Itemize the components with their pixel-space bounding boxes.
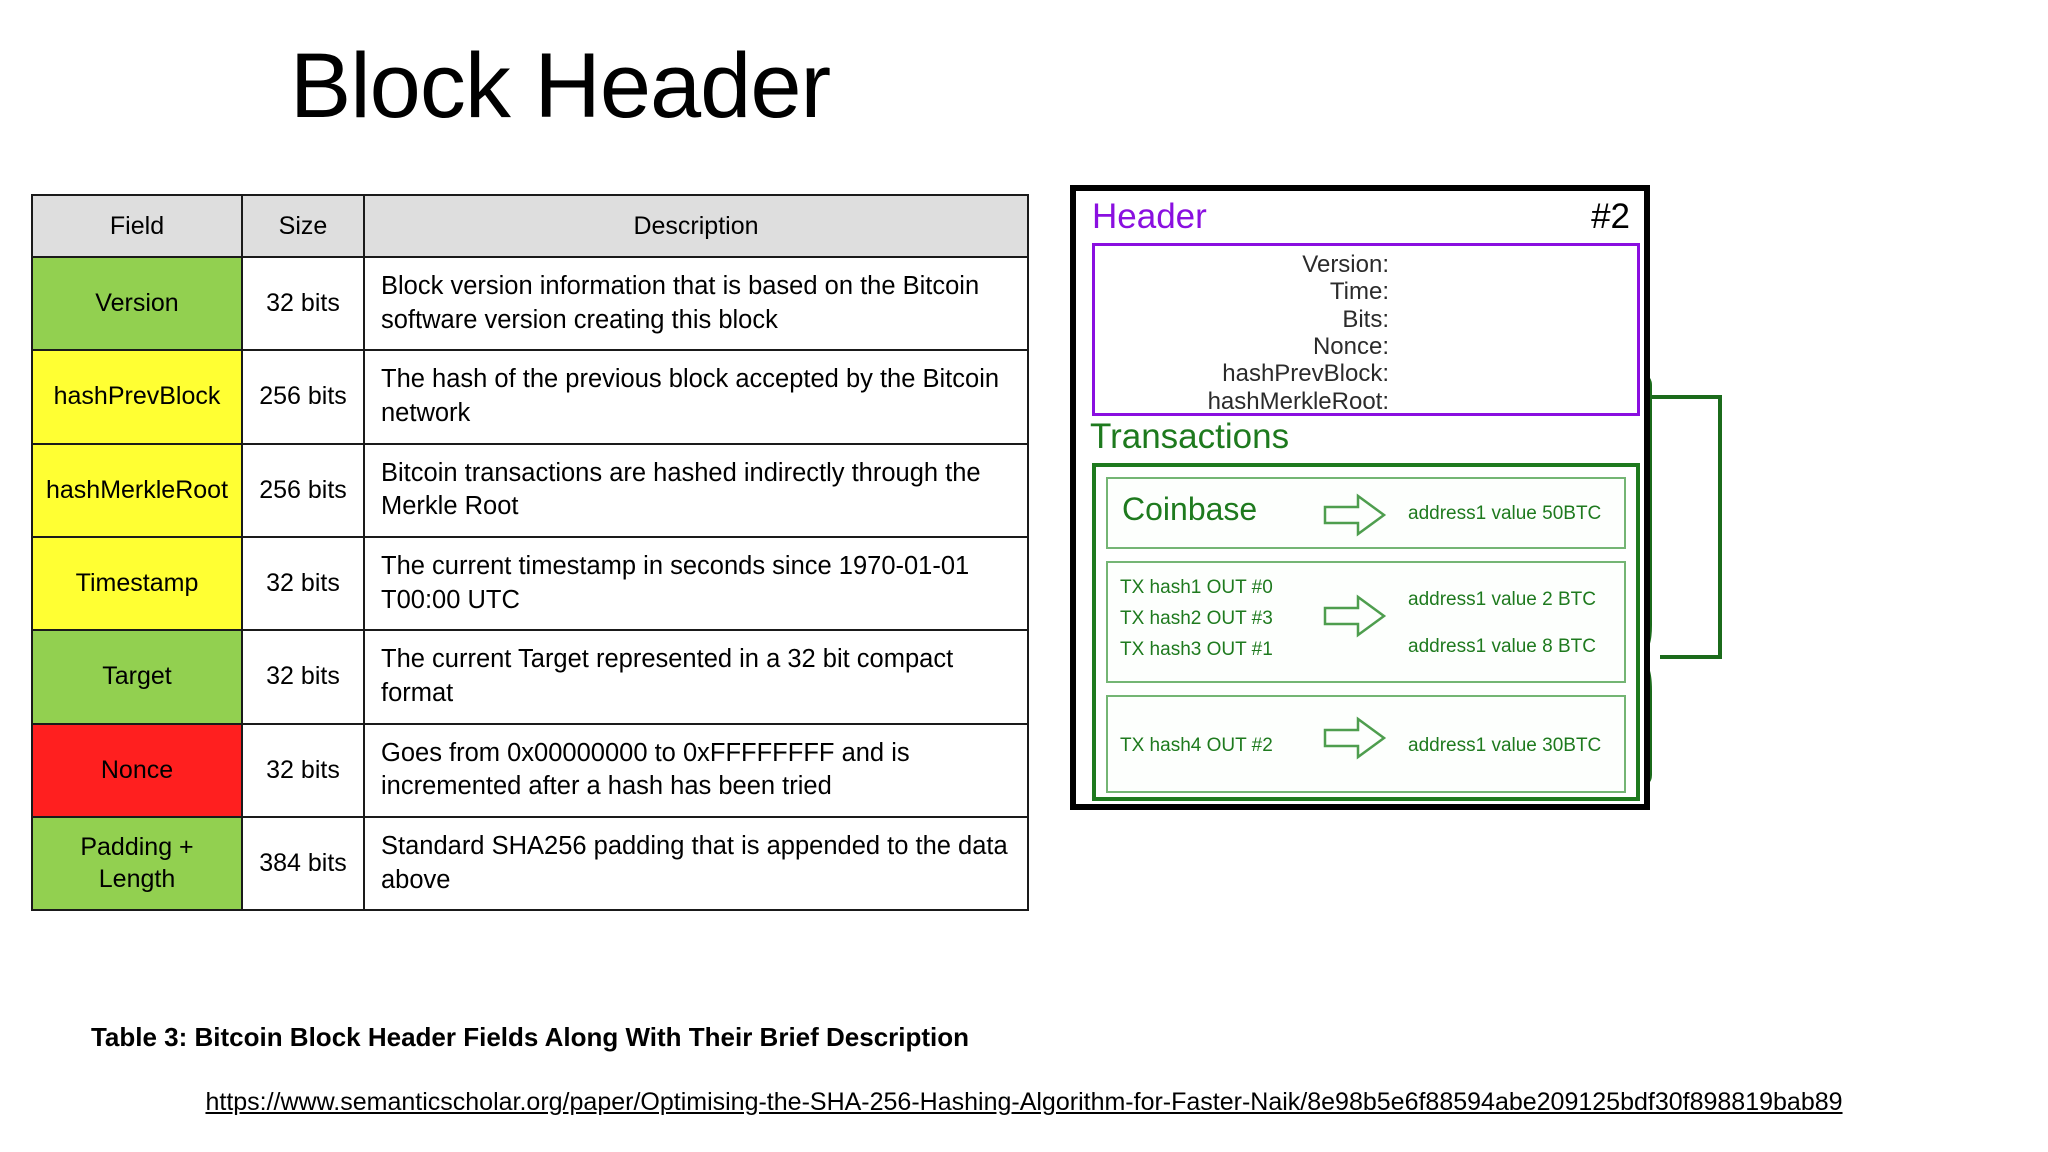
table-row: Padding + Length 384 bits Standard SHA25… — [31, 815, 1029, 912]
table-row: Nonce 32 bits Goes from 0x00000000 to 0x… — [31, 722, 1029, 818]
header-field-bits: Bits: — [1342, 305, 1389, 333]
cell-size-padding-length: 384 bits — [241, 815, 365, 912]
header-field-hashprevblock: hashPrevBlock: — [1222, 360, 1389, 388]
block-container: Header #2 Version: Time: Bits: Nonce: ha… — [1070, 185, 1650, 810]
transactions-box: Coinbase address1 value 50BTC TX hash1 O… — [1092, 463, 1640, 801]
cell-size-nonce: 32 bits — [241, 722, 365, 818]
cell-description-nonce: Goes from 0x00000000 to 0xFFFFFFFF and i… — [363, 722, 1029, 818]
cell-description-hashmerkleroot: Bitcoin transactions are hashed indirect… — [363, 442, 1029, 538]
transaction-input: TX hash4 OUT #2 — [1120, 735, 1273, 756]
table-row: hashMerkleRoot 256 bits Bitcoin transact… — [31, 442, 1029, 538]
transaction-output: address1 value 2 BTC — [1408, 589, 1596, 610]
transaction-outputs: address1 value 2 BTC address1 value 8 BT… — [1408, 577, 1596, 670]
table-body: Version 32 bits Block version informatio… — [31, 255, 1029, 912]
cell-description-hashprevblock: The hash of the previous block accepted … — [363, 349, 1029, 445]
cell-size-version: 32 bits — [241, 255, 365, 352]
transaction-output: address1 value 8 BTC — [1408, 635, 1596, 657]
arrow-right-icon — [1323, 493, 1387, 537]
diagram-block-number: #2 — [1591, 197, 1630, 236]
table-head: Field Size Description — [31, 194, 1029, 258]
cell-field-target: Target — [31, 629, 243, 725]
header-field-time: Time: — [1329, 278, 1389, 306]
block-header-table-container: Field Size Description Version 32 bits B… — [31, 194, 1029, 912]
table-row: Timestamp 32 bits The current timestamp … — [31, 535, 1029, 632]
page-title: Block Header — [289, 35, 831, 137]
diagram-header-label: Header — [1092, 197, 1207, 236]
cell-size-timestamp: 32 bits — [241, 535, 365, 632]
cell-size-target: 32 bits — [241, 629, 365, 725]
transaction-card-single-input: TX hash4 OUT #2 address1 value 30BTC — [1106, 695, 1626, 793]
cell-field-nonce: Nonce — [31, 722, 243, 818]
transaction-input: TX hash2 OUT #3 — [1120, 607, 1273, 629]
transaction-card-multi-input: TX hash1 OUT #0 TX hash2 OUT #3 TX hash3… — [1106, 561, 1626, 683]
cell-field-hashmerkleroot: hashMerkleRoot — [31, 442, 243, 538]
transaction-card-coinbase: Coinbase address1 value 50BTC — [1106, 477, 1626, 549]
transaction-input: TX hash3 OUT #1 — [1120, 638, 1273, 660]
header-field-hashmerkleroot: hashMerkleRoot: — [1207, 387, 1389, 415]
transaction-output: address1 value 30BTC — [1408, 735, 1602, 756]
column-header-description: Description — [363, 194, 1029, 258]
cell-size-hashmerkleroot: 256 bits — [241, 442, 365, 538]
header-fields-box: Version: Time: Bits: Nonce: hashPrevBloc… — [1092, 243, 1640, 416]
table-row: Target 32 bits The current Target repres… — [31, 629, 1029, 725]
cell-description-timestamp: The current timestamp in seconds since 1… — [363, 535, 1029, 632]
block-header-table: Field Size Description Version 32 bits B… — [31, 194, 1029, 912]
source-url-link[interactable]: https://www.semanticscholar.org/paper/Op… — [205, 1088, 1843, 1116]
column-header-size: Size — [241, 194, 365, 258]
cell-description-version: Block version information that is based … — [363, 255, 1029, 352]
arrow-right-icon — [1323, 594, 1387, 638]
arrow-right-icon — [1323, 716, 1387, 760]
transaction-inputs: TX hash1 OUT #0 TX hash2 OUT #3 TX hash3… — [1120, 573, 1273, 665]
cell-field-timestamp: Timestamp — [31, 535, 243, 632]
coinbase-output: address1 value 50BTC — [1408, 503, 1602, 524]
coinbase-label: Coinbase — [1122, 491, 1258, 527]
cell-description-padding-length: Standard SHA256 padding that is appended… — [363, 815, 1029, 912]
cell-field-version: Version — [31, 255, 243, 352]
cell-size-hashprevblock: 256 bits — [241, 349, 365, 445]
block-structure-diagram: Header #2 Version: Time: Bits: Nonce: ha… — [1070, 185, 1968, 810]
table-caption: Table 3: Bitcoin Block Header Fields Alo… — [90, 1022, 970, 1052]
transaction-input: TX hash1 OUT #0 — [1120, 577, 1273, 598]
header-field-version: Version: — [1302, 251, 1389, 278]
cell-field-hashprevblock: hashPrevBlock — [31, 349, 243, 445]
header-field-nonce: Nonce: — [1312, 333, 1389, 361]
table-header-row: Field Size Description — [31, 194, 1029, 258]
cell-description-target: The current Target represented in a 32 b… — [363, 629, 1029, 725]
table-row: hashPrevBlock 256 bits The hash of the p… — [31, 349, 1029, 445]
table-row: Version 32 bits Block version informatio… — [31, 255, 1029, 352]
column-header-field: Field — [31, 194, 243, 258]
diagram-transactions-label: Transactions — [1090, 417, 1290, 456]
cell-field-padding-length: Padding + Length — [31, 815, 243, 912]
